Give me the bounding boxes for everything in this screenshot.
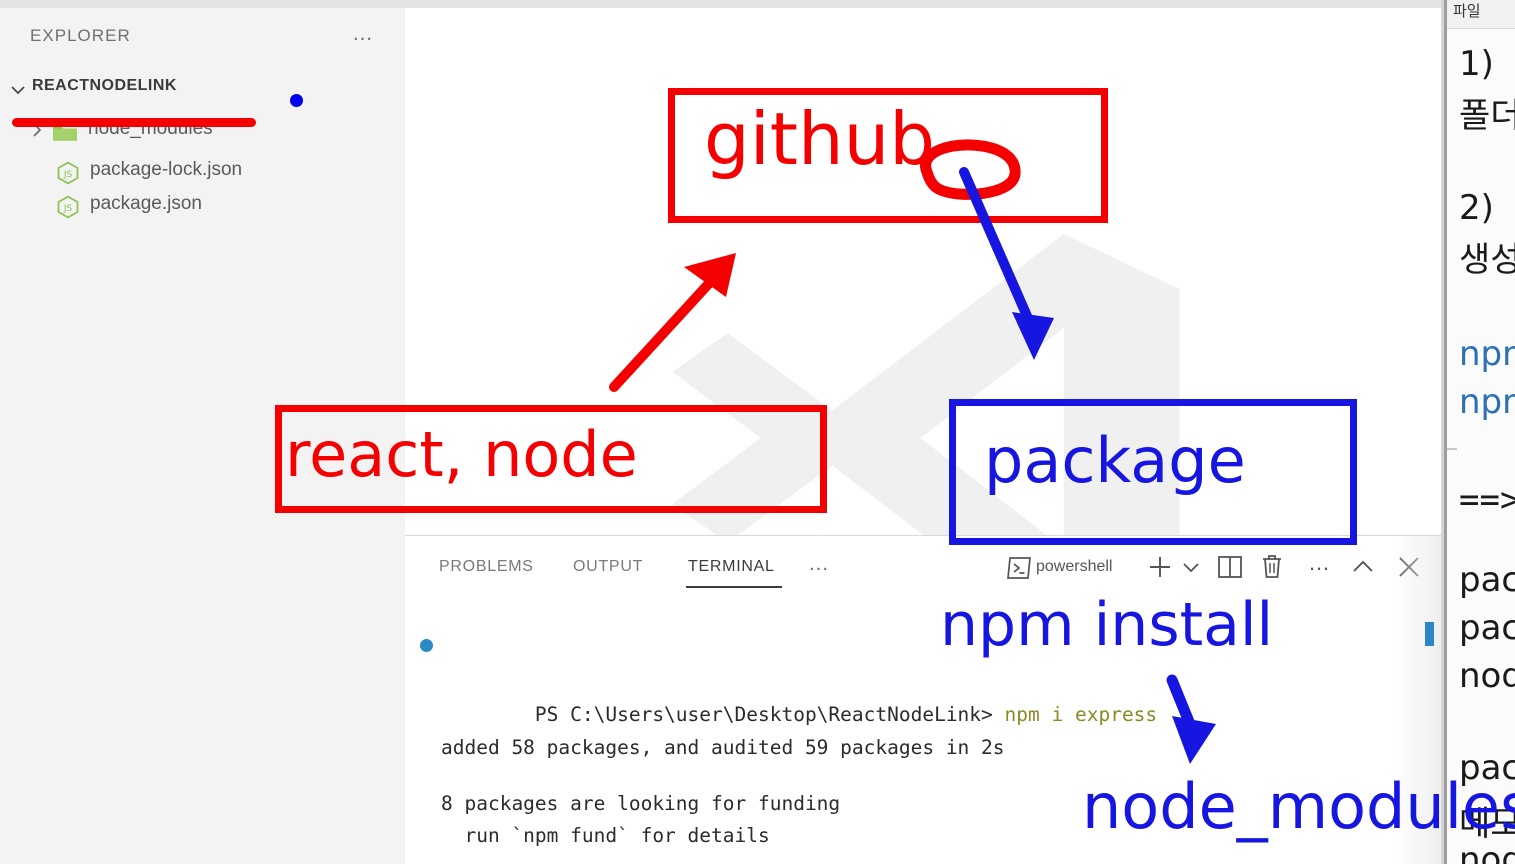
tab-terminal-underline — [686, 586, 782, 588]
nodejs-js-icon: JS — [56, 161, 80, 185]
red-oval-scribble — [920, 139, 1021, 200]
sidebar-item-package-json[interactable]: JS package.json — [0, 190, 405, 226]
plus-icon[interactable] — [1147, 554, 1173, 585]
sidebar-item-label: package.json — [90, 193, 202, 214]
svg-text:JS: JS — [63, 170, 73, 180]
blue-dot-marker — [290, 94, 303, 107]
right-panel-line: npm — [1459, 334, 1515, 374]
ellipsis-icon[interactable]: … — [1308, 550, 1333, 575]
window-top-strip — [0, 0, 1515, 8]
node-modules-strikethrough — [12, 118, 256, 127]
panel-tabs-overflow-icon[interactable]: … — [808, 552, 831, 575]
nodejs-js-icon: JS — [56, 195, 80, 219]
terminal-output[interactable]: PS C:\Users\user\Desktop\ReactNodeLink> … — [405, 632, 1447, 864]
explorer-title: EXPLORER — [30, 26, 131, 45]
explorer-root-label: REACTNODELINK — [32, 77, 177, 94]
command-status-dot — [420, 639, 433, 652]
right-panel-line: npm — [1459, 382, 1515, 422]
terminal-prompt: PS C:\Users\user\Desktop\ReactNodeLink> — [534, 703, 993, 726]
react-node-box-label: react, node — [285, 418, 638, 491]
trash-icon[interactable] — [1260, 554, 1284, 585]
github-box-label: github — [704, 97, 935, 181]
right-panel-separator — [1447, 448, 1457, 450]
explorer-more-actions-icon[interactable]: … — [352, 22, 375, 45]
svg-text:JS: JS — [63, 204, 73, 214]
right-panel-line: 1) — [1459, 44, 1494, 84]
react-node-box — [275, 405, 827, 513]
right-document-panel: 파일 1) 폴더 2) 생성 npm npm ==> pac pac nod p… — [1447, 0, 1515, 864]
right-panel-line: 폴더 — [1459, 96, 1515, 136]
tab-terminal[interactable]: TERMINAL — [688, 558, 775, 575]
right-panel-line: pac — [1459, 608, 1515, 648]
editor-empty-area — [405, 8, 1447, 536]
right-panel-line: 생성 — [1459, 240, 1515, 280]
right-panel-line: nod — [1459, 656, 1515, 696]
vscode-logo-watermark — [672, 234, 1180, 536]
explorer-sidebar: EXPLORER … REACTNODELINK node_modules — [0, 8, 405, 864]
node-modules-note: node_modules — [1082, 770, 1515, 843]
tab-problems[interactable]: PROBLEMS — [439, 558, 534, 575]
terminal-shell-label: powershell — [1036, 558, 1113, 575]
terminal-command: npm i express — [1004, 703, 1158, 726]
right-panel-edge-light — [1441, 0, 1444, 864]
sidebar-item-label: package-lock.json — [90, 159, 243, 180]
right-panel-tab-file[interactable]: 파일 — [1453, 3, 1481, 20]
package-box-label: package — [984, 424, 1246, 497]
terminal-panel: PROBLEMS OUTPUT TERMINAL … powershell — [405, 536, 1447, 864]
chevron-down-icon[interactable] — [1181, 560, 1201, 579]
terminal-output-line: run `npm fund` for details — [441, 824, 770, 847]
terminal-output-line: 8 packages are looking for funding — [441, 792, 841, 815]
editor-panel-divider — [405, 535, 1447, 536]
sidebar-item-package-lock-json[interactable]: JS package-lock.json — [0, 156, 405, 192]
folder-green-icon — [52, 120, 78, 146]
npm-install-note: npm install — [940, 590, 1274, 660]
chevron-up-icon[interactable] — [1350, 558, 1376, 581]
right-panel-edge — [1444, 0, 1447, 864]
panel-right-fade — [1393, 536, 1447, 864]
right-panel-line: 2) — [1459, 188, 1494, 228]
terminal-output-line: added 58 packages, and audited 59 packag… — [441, 736, 1005, 759]
package-box — [949, 399, 1357, 545]
blue-arrow-down-right — [959, 167, 1054, 360]
tab-output[interactable]: OUTPUT — [573, 558, 644, 575]
github-box — [668, 88, 1108, 223]
right-panel-line: nod — [1459, 840, 1515, 864]
right-panel-line: pac — [1459, 560, 1515, 600]
explorer-root-folder[interactable]: REACTNODELINK — [0, 74, 405, 110]
chevron-down-icon — [8, 80, 28, 100]
blue-arrow-down — [1166, 674, 1216, 764]
right-panel-tabbar — [1447, 0, 1515, 29]
terminal-powershell-icon[interactable] — [1006, 556, 1032, 585]
red-arrow-up-right — [609, 253, 736, 392]
terminal-scrollbar-marker[interactable] — [1425, 622, 1434, 646]
right-panel-line: ==> — [1459, 480, 1515, 520]
right-panel-line: pac — [1459, 748, 1515, 788]
split-panel-icon[interactable] — [1217, 555, 1243, 584]
right-panel-line: 메모 — [1459, 804, 1515, 844]
